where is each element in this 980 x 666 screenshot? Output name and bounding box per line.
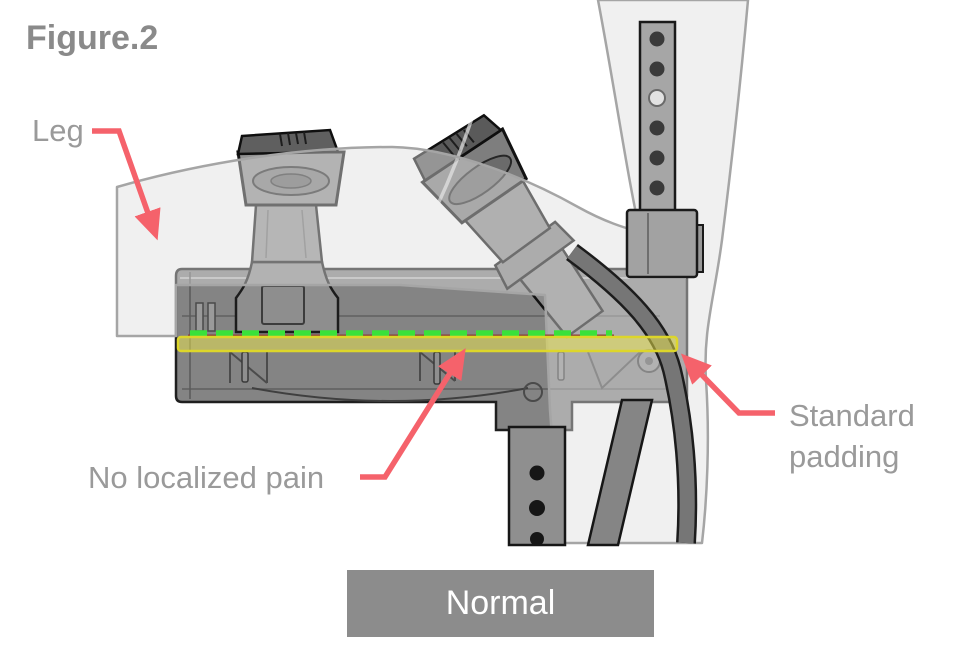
yellow-padding-highlight (176, 335, 679, 353)
status-caption-bar: Normal (347, 570, 654, 637)
vertical-pole (625, 20, 704, 279)
standard-padding-label: Standard padding (789, 398, 915, 474)
lower-post (507, 425, 567, 547)
pole-holes (648, 31, 666, 196)
diagonal-strut (586, 398, 654, 547)
figure-title: Figure.2 (26, 19, 159, 57)
strap-tube (566, 243, 698, 544)
leg-label: Leg (32, 113, 84, 148)
leg-silhouette (115, 0, 750, 545)
no-localized-pain-label: No localized pain (88, 460, 325, 495)
left-clamp (234, 128, 346, 334)
highlight-curve (410, 65, 490, 257)
status-caption-text: Normal (445, 584, 556, 622)
no-pain-arrow-icon (360, 348, 466, 480)
leg-arrow-icon (92, 128, 161, 241)
padding-arrow-icon (680, 353, 775, 416)
